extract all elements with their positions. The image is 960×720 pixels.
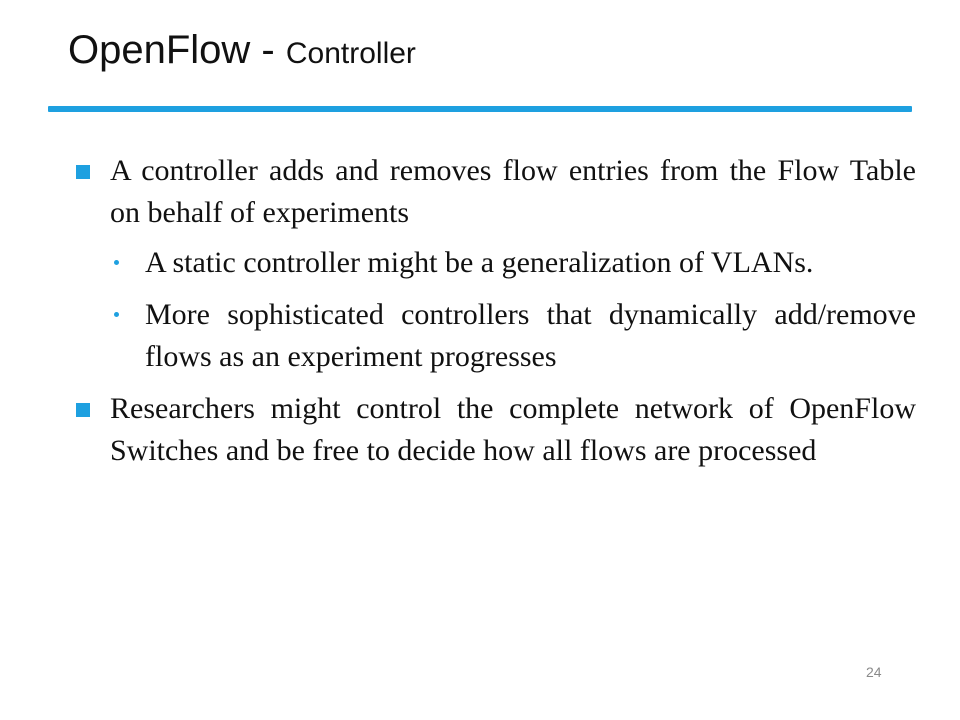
dot-bullet-icon <box>114 260 119 265</box>
square-bullet-icon <box>76 165 90 179</box>
sub-bullet-item: A static controller might be a generaliz… <box>70 242 916 284</box>
slide-title-separator: - <box>250 28 286 72</box>
bullet-text: Researchers might control the complete n… <box>110 392 916 467</box>
square-bullet-icon <box>76 403 90 417</box>
slide-title: OpenFlow - Controller <box>68 28 416 73</box>
title-underline <box>48 106 912 112</box>
sub-bullet-text: More sophisticated controllers that dyna… <box>145 298 916 373</box>
slide-title-sub: Controller <box>285 37 416 70</box>
bullet-item: A controller adds and removes flow entri… <box>70 150 916 234</box>
bullet-item: Researchers might control the complete n… <box>70 388 916 472</box>
bullet-text: A controller adds and removes flow entri… <box>110 154 916 229</box>
slide-title-main: OpenFlow <box>68 28 251 72</box>
slide-content: A controller adds and removes flow entri… <box>70 150 916 480</box>
sub-bullet-text: A static controller might be a generaliz… <box>145 246 814 279</box>
dot-bullet-icon <box>114 312 119 317</box>
page-number: 24 <box>866 664 882 680</box>
sub-bullet-item: More sophisticated controllers that dyna… <box>70 294 916 378</box>
